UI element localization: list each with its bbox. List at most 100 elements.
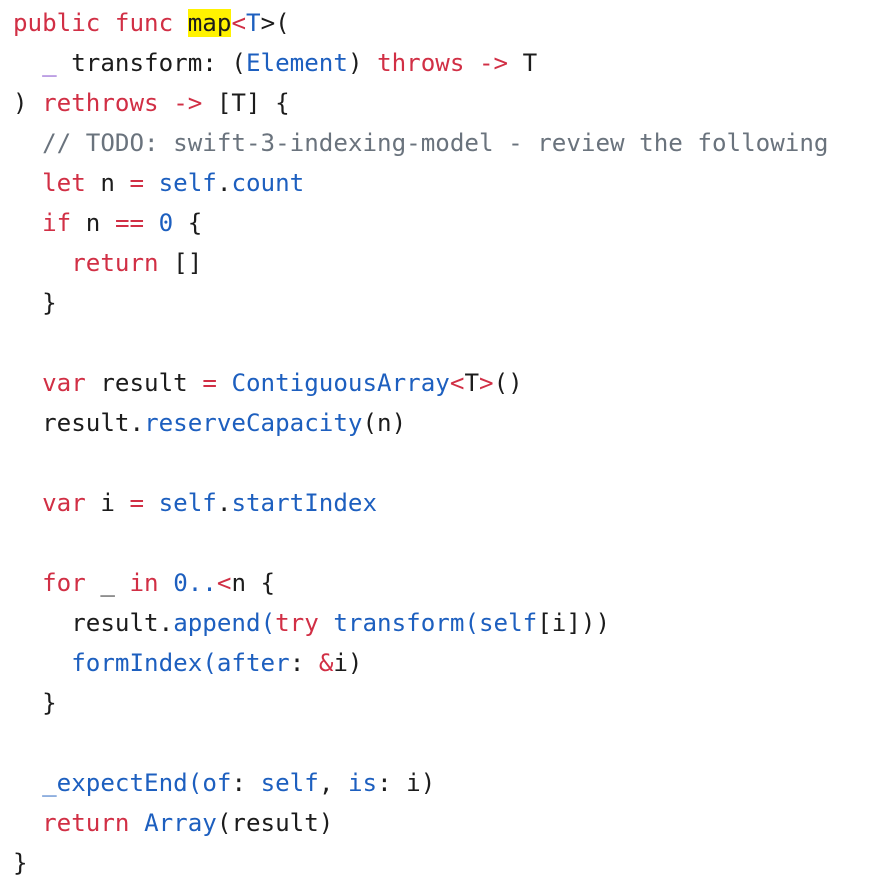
code-token (13, 209, 42, 237)
code-token: = (202, 369, 217, 397)
code-token: } (13, 289, 57, 317)
code-token (13, 369, 42, 397)
code-line: ) rethrows -> [T] { (13, 83, 828, 123)
code-line: for _ in 0..<n { (13, 563, 828, 603)
code-token: return (71, 249, 159, 277)
code-token: .. (187, 569, 217, 597)
code-token: var (42, 489, 86, 517)
code-token: ( (202, 649, 217, 677)
code-line: let n = self.count (13, 163, 828, 203)
code-token: -> (173, 89, 203, 117)
code-token (130, 809, 145, 837)
code-token: T (464, 369, 479, 397)
code-token: n (85, 169, 130, 197)
code-token: >( (260, 9, 290, 37)
code-line: _ transform: (Element) throws -> T (13, 43, 828, 83)
code-token: n { (231, 569, 276, 597)
code-token: (n) (362, 409, 407, 437)
code-token: : i) (377, 769, 436, 797)
code-token: ( (464, 609, 479, 637)
code-token: == (114, 209, 145, 237)
code-token: : (289, 649, 319, 677)
code-token: public func (13, 9, 188, 37)
code-line: return Array(result) (13, 803, 828, 843)
code-token: ) (347, 49, 378, 77)
code-token: < (231, 9, 246, 37)
code-token: return (42, 809, 130, 837)
code-token: [] (158, 249, 203, 277)
code-token: < (216, 569, 232, 597)
code-token (144, 209, 159, 237)
code-token: ) (13, 89, 43, 117)
code-token: _expectEnd (42, 769, 188, 797)
code-line: } (13, 283, 828, 323)
code-line: // TODO: swift-3-indexing-model - review… (13, 123, 828, 163)
code-token: () (493, 369, 523, 397)
code-token: of (202, 769, 232, 797)
code-token: T (508, 49, 538, 77)
code-token: { (173, 209, 203, 237)
code-line (13, 323, 828, 363)
code-token: is (347, 769, 378, 797)
code-token (144, 169, 159, 197)
code-line: } (13, 683, 828, 723)
code-token: throws (377, 49, 465, 77)
code-line: formIndex(after: &i) (13, 643, 828, 683)
code-token: = (129, 169, 145, 197)
code-line: if n == 0 { (13, 203, 828, 243)
code-token: (result) (216, 809, 334, 837)
code-token: transform (333, 609, 465, 637)
code-token: i (85, 489, 130, 517)
code-token: , (318, 769, 348, 797)
code-token (159, 569, 174, 597)
code-token (144, 489, 159, 517)
code-token: startIndex (231, 489, 378, 517)
code-token: ( (187, 769, 203, 797)
code-token (13, 129, 42, 157)
code-token: } (13, 849, 28, 877)
code-token: ( (260, 609, 276, 637)
code-token (13, 649, 71, 677)
code-token: rethrows (42, 89, 159, 117)
code-token: : (231, 769, 261, 797)
code-token (13, 569, 42, 597)
code-token: formIndex (71, 649, 203, 677)
code-token: try (275, 609, 319, 637)
code-token: after (216, 649, 290, 677)
code-line: public func map<T>( (13, 3, 828, 43)
code-token (217, 369, 232, 397)
code-token (13, 249, 71, 277)
code-token: n (71, 209, 115, 237)
code-token (319, 609, 334, 637)
code-token: [T] { (202, 89, 290, 117)
code-line (13, 723, 828, 763)
code-token: T (246, 9, 261, 37)
code-token: 0 (173, 569, 188, 597)
code-token: Array (144, 809, 217, 837)
code-line: result.append(try transform(self[i])) (13, 603, 828, 643)
code-token (13, 489, 42, 517)
code-block: public func map<T>( _ transform: (Elemen… (13, 3, 828, 883)
code-token (13, 769, 42, 797)
code-token: let (42, 169, 86, 197)
code-token: -> (479, 49, 509, 77)
code-token: count (231, 169, 305, 197)
code-token: & (318, 649, 334, 677)
code-token: for (42, 569, 86, 597)
code-line: return [] (13, 243, 828, 283)
code-token: transform: ( (56, 49, 246, 77)
code-line: _expectEnd(of: self, is: i) (13, 763, 828, 803)
code-token (13, 809, 42, 837)
code-token: if (42, 209, 72, 237)
code-token: [i])) (537, 609, 611, 637)
code-token (13, 49, 42, 77)
code-token: self (158, 169, 217, 197)
code-token: self (158, 489, 217, 517)
code-token: = (129, 489, 145, 517)
code-token: > (479, 369, 494, 397)
code-token (13, 169, 42, 197)
code-token: } (13, 689, 57, 717)
code-line (13, 523, 828, 563)
code-token: result. (13, 609, 174, 637)
code-token: ContiguousArray (231, 369, 450, 397)
